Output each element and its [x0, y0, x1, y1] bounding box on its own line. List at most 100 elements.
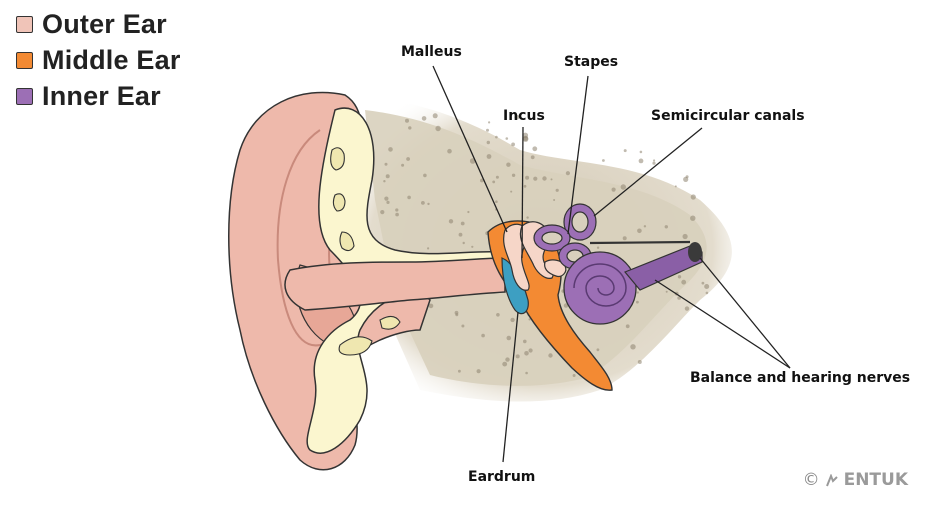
- bone-speckle: [542, 176, 547, 181]
- bone-speckle: [486, 154, 492, 159]
- bone-speckle: [548, 353, 553, 358]
- bone-speckle: [690, 215, 696, 221]
- bone-speckle: [528, 348, 533, 353]
- bone-speckle: [407, 195, 411, 200]
- bone-speckle: [406, 157, 410, 161]
- legend-swatch-inner-ear: [16, 87, 33, 105]
- bone-speckle: [563, 303, 569, 308]
- bone-speckle: [486, 140, 490, 145]
- legend-item-outer-ear: Outer Ear: [16, 6, 181, 42]
- bone-speckle: [523, 184, 527, 188]
- bone-speckle: [384, 196, 389, 201]
- bone-speckle: [386, 200, 390, 204]
- bone-speckle: [704, 284, 710, 289]
- bone-speckle: [435, 125, 441, 132]
- bone-speckle: [596, 246, 600, 249]
- legend-item-middle-ear: Middle Ear: [16, 42, 181, 78]
- bone-speckle: [681, 279, 687, 285]
- bone-speckle: [511, 173, 516, 177]
- bone-speckle: [460, 221, 465, 226]
- bone-speckle: [636, 291, 639, 294]
- bone-speckle: [550, 178, 553, 181]
- bone-speckle: [555, 188, 559, 192]
- bone-speckle: [664, 225, 668, 229]
- bone-speckle: [488, 121, 491, 124]
- bone-speckle: [432, 113, 438, 119]
- label-malleus: Malleus: [401, 44, 462, 60]
- bone-speckle: [447, 148, 452, 154]
- bone-speckle: [495, 135, 498, 139]
- bone-speckle: [510, 190, 513, 193]
- bone-speckle: [705, 291, 709, 295]
- bone-speckle: [395, 208, 399, 212]
- bone-speckle: [701, 281, 705, 285]
- bone-speckle: [505, 357, 510, 362]
- bone-speckle: [639, 150, 643, 154]
- bone-speckle: [395, 212, 399, 217]
- legend: Outer Ear Middle Ear Inner Ear: [16, 6, 181, 114]
- bone-speckle: [653, 159, 656, 162]
- bone-speckle: [565, 171, 571, 176]
- bone-speckle: [383, 180, 386, 183]
- legend-swatch-middle-ear: [16, 51, 33, 69]
- nerve-bundle: [624, 245, 703, 291]
- bone-speckle: [684, 306, 690, 311]
- bone-speckle: [408, 126, 412, 130]
- stapes-bone: [544, 259, 567, 277]
- legend-label-middle-ear: Middle Ear: [42, 44, 181, 75]
- bone-speckle: [388, 147, 393, 152]
- bone-speckle: [630, 344, 636, 350]
- bone-speckle: [596, 348, 600, 352]
- bone-speckle: [528, 318, 531, 321]
- bone-speckle: [495, 175, 499, 179]
- bone-speckle: [665, 290, 668, 293]
- bone-speckle: [523, 135, 529, 141]
- bone-speckle: [690, 194, 696, 200]
- balance-nerve: [589, 240, 691, 245]
- bone-speckle: [506, 162, 511, 167]
- bone-speckle: [427, 202, 430, 206]
- bone-speckle: [496, 313, 500, 317]
- bone-speckle: [421, 201, 425, 205]
- bone-speckle: [677, 275, 682, 279]
- label-balance-hearing-nerves: Balance and hearing nerves: [690, 370, 911, 386]
- ear-canal: [284, 257, 506, 311]
- bone-speckle: [530, 155, 535, 160]
- cartilage-holes: [330, 147, 401, 356]
- bone-speckle: [602, 159, 605, 162]
- bone-speckle: [428, 303, 434, 309]
- bone-speckle: [505, 137, 509, 140]
- credit-brand: ENTUK: [843, 470, 908, 490]
- legend-label-outer-ear: Outer Ear: [42, 8, 167, 39]
- legend-swatch-outer-ear: [16, 15, 33, 33]
- bone-speckle: [471, 245, 474, 248]
- bone-speckle: [525, 175, 530, 180]
- bone-speckle: [423, 173, 427, 178]
- bone-speckle: [526, 216, 529, 219]
- copyright-symbol: ©: [802, 470, 820, 490]
- bone-speckle: [380, 210, 385, 215]
- bone-speckle: [514, 114, 520, 120]
- bone-speckle: [461, 324, 465, 328]
- bone-speckle: [448, 219, 454, 224]
- bone-speckle: [620, 184, 626, 190]
- bone-speckle: [682, 233, 688, 240]
- bone-speckle: [506, 335, 512, 341]
- bone-speckle: [476, 369, 481, 374]
- bone-speckle: [492, 180, 496, 184]
- credit: © ENTUK: [803, 470, 908, 490]
- bone-speckle: [480, 178, 484, 183]
- bone-speckle: [385, 174, 390, 179]
- bone-speckle: [652, 161, 656, 165]
- bone-speckle: [523, 339, 527, 344]
- label-semicircular-canals: Semicircular canals: [651, 108, 805, 124]
- label-stapes: Stapes: [564, 54, 619, 70]
- bone-speckle: [525, 371, 528, 375]
- legend-label-inner-ear: Inner Ear: [42, 80, 161, 111]
- bone-speckle: [677, 296, 681, 300]
- bone-speckle: [643, 225, 647, 228]
- bone-speckle: [421, 116, 427, 121]
- leader-lines: [432, 65, 791, 463]
- bone-speckle: [637, 360, 642, 364]
